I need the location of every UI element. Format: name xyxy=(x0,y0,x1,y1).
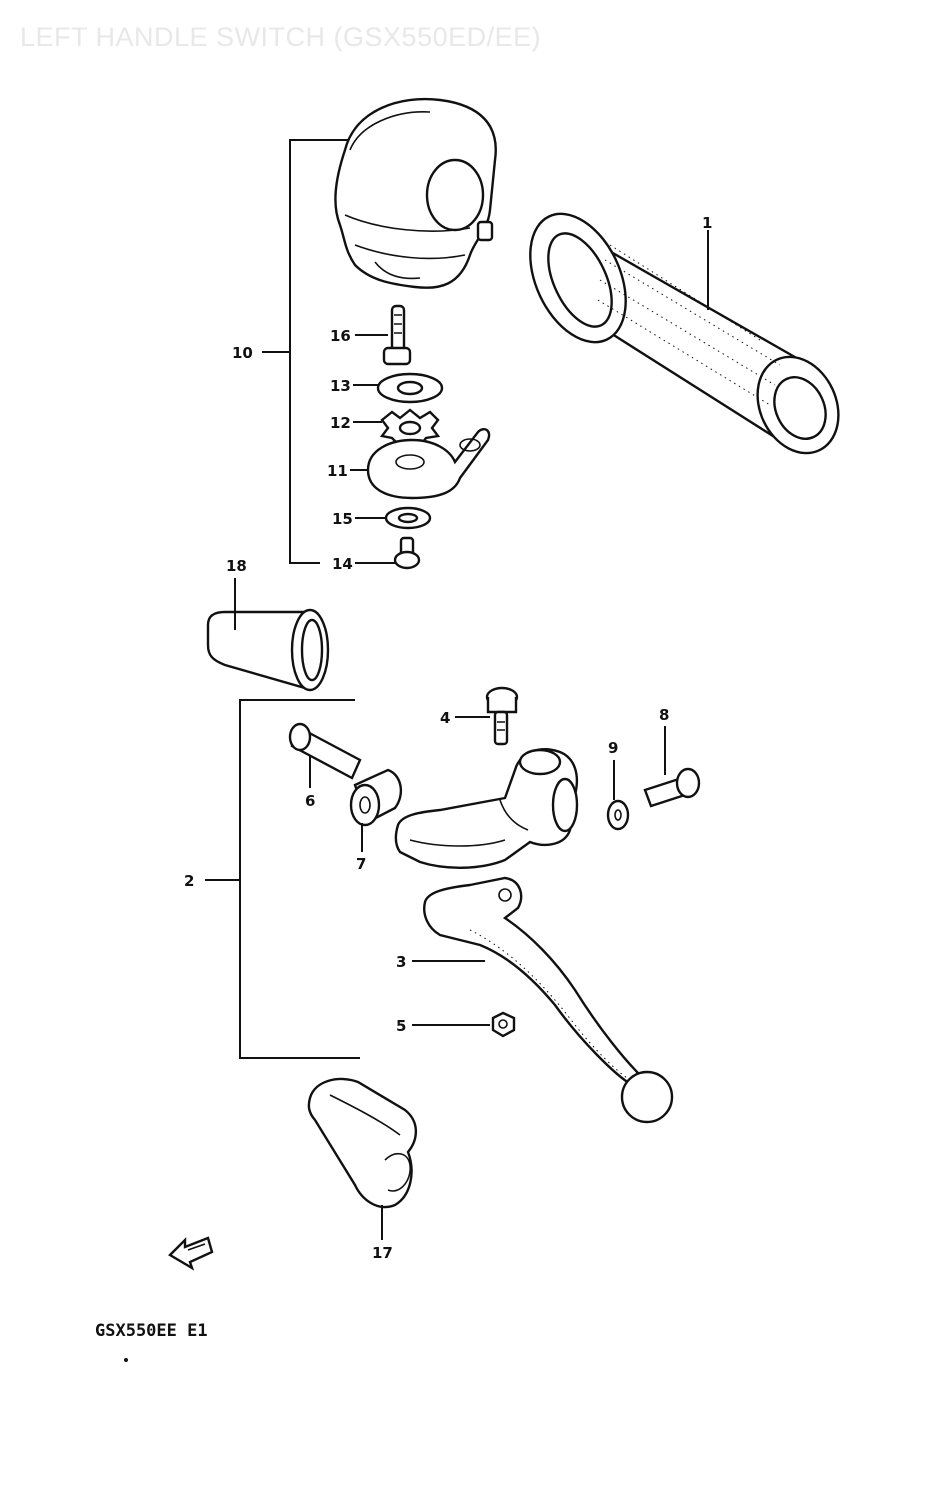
lever-holder xyxy=(394,748,579,869)
collar-part-7 xyxy=(349,768,403,827)
callout-5: 5 xyxy=(396,1017,406,1035)
bracket-group-2 xyxy=(205,699,360,1059)
bracket-group-10 xyxy=(262,139,350,564)
nut-part-5 xyxy=(491,1011,516,1038)
dot-mark xyxy=(124,1358,128,1362)
boot-part-18 xyxy=(206,608,330,692)
callout-14: 14 xyxy=(332,555,353,573)
forward-arrow-icon xyxy=(168,1236,214,1271)
callout-7: 7 xyxy=(356,855,366,873)
callout-2: 2 xyxy=(184,872,194,890)
callout-3: 3 xyxy=(396,953,406,971)
callout-16: 16 xyxy=(330,327,351,345)
callout-4: 4 xyxy=(440,709,450,727)
bolt-part-4 xyxy=(485,686,519,746)
callout-13: 13 xyxy=(330,377,351,395)
callout-15: 15 xyxy=(332,510,353,528)
callout-11: 11 xyxy=(327,462,348,480)
screw-part-16 xyxy=(382,304,412,366)
screw-part-14 xyxy=(393,536,421,570)
callout-8: 8 xyxy=(659,706,669,724)
star-washer-part-12 xyxy=(379,408,441,448)
nut-part-15 xyxy=(384,506,432,530)
callout-18: 18 xyxy=(226,557,247,575)
bolt-part-6 xyxy=(288,722,362,780)
callout-10: 10 xyxy=(232,344,253,362)
callout-9: 9 xyxy=(608,739,618,757)
callout-6: 6 xyxy=(305,792,315,810)
callout-numbers: 1 2 3 4 5 6 7 8 9 10 11 12 13 14 15 16 1… xyxy=(184,214,712,1262)
choke-lever-part-11 xyxy=(366,428,491,500)
model-code: GSX550EE E1 xyxy=(95,1321,208,1341)
washer-part-9 xyxy=(606,799,630,831)
bolt-part-8 xyxy=(643,767,701,808)
switch-housing xyxy=(334,97,497,289)
washer-part-13 xyxy=(376,372,444,404)
clutch-lever-part-3 xyxy=(423,876,674,1124)
leader-lines xyxy=(234,230,709,1240)
callout-12: 12 xyxy=(330,414,351,432)
cover-part-17 xyxy=(307,1077,418,1209)
handlebar-grip-part-1 xyxy=(529,212,840,455)
diagram-title: LEFT HANDLE SWITCH (GSX550ED/EE) xyxy=(20,22,542,52)
callout-1: 1 xyxy=(702,214,712,232)
callout-17: 17 xyxy=(372,1244,393,1262)
